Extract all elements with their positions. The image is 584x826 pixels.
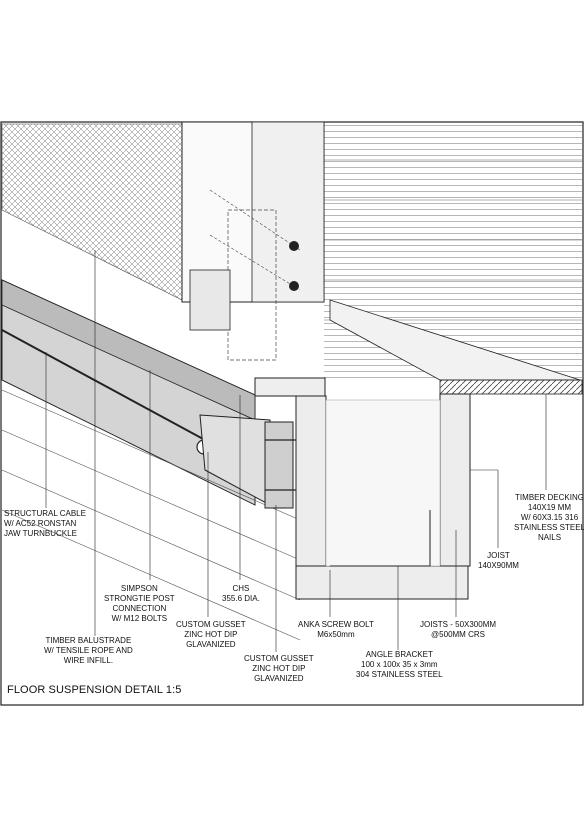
leader-lines — [45, 250, 547, 652]
top-plate — [254, 377, 326, 397]
cavity — [325, 399, 441, 567]
label-timber-decking: TIMBER DECKING 140X19 MM W/ 60X3.15 316 … — [514, 493, 584, 542]
angle-bracket — [330, 510, 431, 567]
post-base — [189, 269, 231, 331]
deck-section — [439, 379, 583, 395]
steel-i-section — [264, 421, 294, 509]
joist-box-right — [439, 393, 471, 567]
label-simpson-strongtie: SIMPSON STRONGTIE POST CONNECTION W/ M12… — [104, 584, 175, 623]
label-joist: JOIST 140X90MM — [478, 551, 519, 570]
label-custom-gusset-1: CUSTOM GUSSET ZINC HOT DIP GLAVANIZED — [176, 620, 246, 649]
joist-box-left — [295, 395, 327, 567]
label-chs: CHS 355.6 DIA. — [222, 584, 260, 603]
label-angle-bracket: ANGLE BRACKET 100 x 100x 35 x 3mm 304 ST… — [356, 650, 443, 679]
label-custom-gusset-2: CUSTOM GUSSET ZINC HOT DIP GLAVANIZED — [244, 654, 314, 683]
bolt-top — [289, 241, 299, 251]
label-timber-balustrade: TIMBER BALUSTRADE W/ TENSILE ROPE AND WI… — [44, 636, 133, 665]
drawing-title: FLOOR SUSPENSION DETAIL 1:5 — [7, 684, 182, 696]
bolt-bottom — [289, 281, 299, 291]
label-joists: JOISTS - 50X300MM @500MM CRS — [420, 620, 497, 639]
structural-cable — [1, 329, 206, 441]
post-face — [251, 121, 325, 303]
label-anka-screw-bolt: ANKA SCREW BOLT M6x50mm — [298, 620, 374, 639]
label-structural-cable: STRUCTURAL CABLE W/ AC52 RONSTAN JAW TUR… — [4, 509, 86, 538]
joist-box-bottom — [295, 565, 469, 600]
wire-infill — [1, 123, 183, 301]
